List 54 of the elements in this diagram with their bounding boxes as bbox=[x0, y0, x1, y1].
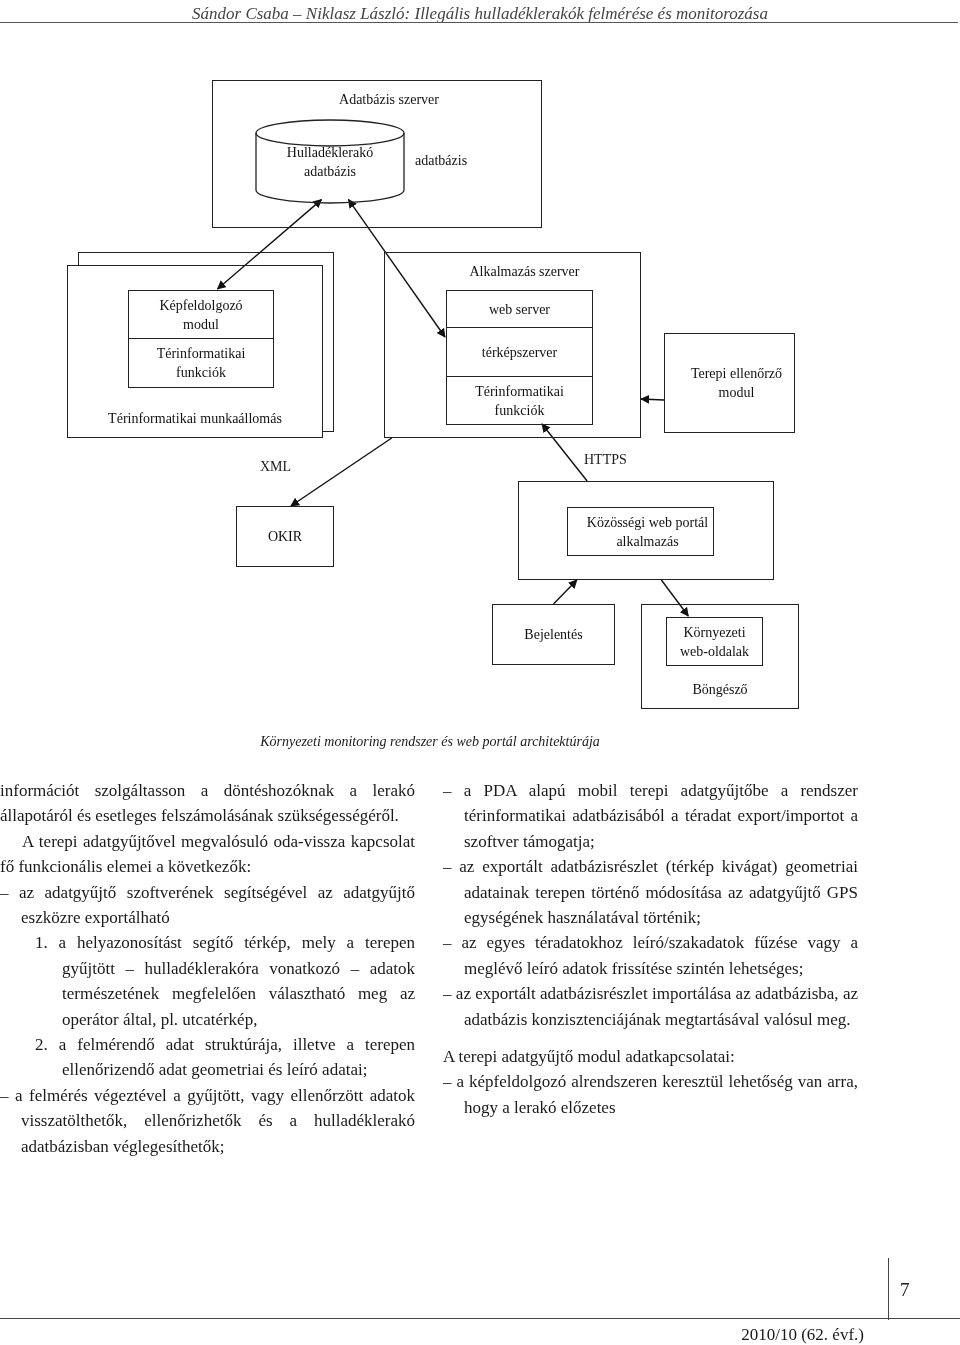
body-paragraph: – az exportált adatbázisrészlet (térkép kivágat) geometriai adatainak terepen történő módosítása az adatgyűjtő GPS egységének használatával történik; bbox=[443, 856, 858, 930]
arrow bbox=[660, 579, 689, 617]
node-label: Képfeldolgozó modul bbox=[159, 297, 243, 332]
component-box bbox=[446, 376, 593, 425]
component-box bbox=[518, 481, 774, 580]
component-box bbox=[236, 506, 334, 567]
body-paragraph: – a PDA alapú mobil terepi adatgyűjtőbe a rendszer térinformatikai adatbázisából a téradat export/importot a szoftver támogatja; bbox=[443, 780, 858, 853]
component-box bbox=[567, 507, 714, 556]
node-label: Terepi ellenőrző modul bbox=[690, 366, 783, 400]
component-box bbox=[666, 617, 763, 666]
figure-caption: Környezeti monitoring rendszer és web portál architektúrája bbox=[259, 733, 601, 751]
workstation-box bbox=[67, 265, 323, 438]
body-paragraph: 1. a helyazonosítást segítő térkép, mely a terepen gyűjtött – hulladéklerakóra vonatkozó – adatok természetének megfelelően választható meg az operátor által, pl. utcatérkép, bbox=[34, 932, 415, 1031]
page-number: 7 bbox=[900, 1278, 910, 1302]
node-label: Közösségi web portál alkalmazás bbox=[586, 514, 709, 549]
arrow bbox=[541, 423, 588, 482]
node-label: Térinformatikai funkciók bbox=[475, 383, 564, 418]
component-box bbox=[384, 252, 641, 438]
component-box bbox=[128, 290, 274, 339]
arrow bbox=[640, 394, 665, 404]
node-label: Adatbázis szerver bbox=[339, 92, 439, 107]
component-box bbox=[446, 327, 593, 377]
body-paragraph: – a képfeldolgozó alrendszeren keresztül lehetőség van arra, hogy a lerakó előzetes bbox=[443, 1071, 858, 1119]
node-label: Hulladéklerakó adatbázis bbox=[286, 145, 374, 179]
node-label: Bejelentés bbox=[524, 627, 583, 642]
arrow bbox=[347, 198, 446, 338]
running-header: Sándor Csaba – Niklasz László: Illegális hulladéklerakók felmérése és monitorozása bbox=[191, 3, 769, 25]
arrow bbox=[552, 579, 578, 605]
body-paragraph: A terepi adatgyűjtővel megvalósuló oda-vissza kapcsolat fő funkcionális elemei a következők: bbox=[0, 830, 415, 879]
component-box bbox=[128, 338, 274, 388]
arrow bbox=[290, 437, 393, 507]
component-box bbox=[446, 290, 593, 328]
arrow bbox=[216, 198, 323, 290]
component-box bbox=[212, 80, 542, 228]
node-label: OKIR bbox=[267, 529, 303, 544]
body-paragraph: – az adatgyűjtő szoftverének segítségével az adatgyűjtő eszközre exportálható bbox=[0, 881, 415, 930]
component-box bbox=[492, 604, 615, 665]
issue-info: 2010/10 (62. évf.) bbox=[741, 1324, 864, 1345]
component-box bbox=[664, 333, 795, 433]
body-paragraph: A terepi adatgyűjtő modul adatkapcsolatai: bbox=[443, 1046, 736, 1069]
body-paragraph: – az egyes téradatokhoz leíró/szakadatok fűzése vagy a meglévő leíró adatok frissítése szintén lehetséges; bbox=[443, 932, 858, 980]
node-label: Térinformatikai funkciók bbox=[156, 346, 246, 380]
body-paragraph: információt szolgáltasson a döntéshozóknak a lerakó állapotáról és esetleges felszámolásának szükségességéről. bbox=[0, 780, 415, 828]
node-label: Böngésző bbox=[692, 682, 748, 697]
component-box bbox=[641, 604, 799, 709]
body-paragraph: – a felmérés végeztével a gyűjtött, vagy ellenőrzött adatok visszatölthetők, ellenőrizhetők és a hulladéklerakó adatbázisban véglegesíthetők; bbox=[0, 1084, 415, 1158]
node-label: web server bbox=[489, 301, 550, 317]
side-label: adatbázis bbox=[415, 152, 468, 170]
node-label: Térinformatikai munkaállomás bbox=[108, 411, 282, 426]
body-paragraph: – az exportált adatbázisrészlet importálása az adatbázisba, az adatbázis konzisztenciájának megtartásával valósul meg. bbox=[443, 983, 858, 1031]
node-label: térképszerver bbox=[481, 344, 558, 360]
body-paragraph: 2. a felmérendő adat struktúrája, illetve a terepen ellenőrizendő adat geometriai és leíró adatai; bbox=[34, 1034, 415, 1082]
node-label: Alkalmazás szerver bbox=[469, 264, 580, 279]
node-label: Környezeti web-oldalak bbox=[679, 624, 750, 659]
